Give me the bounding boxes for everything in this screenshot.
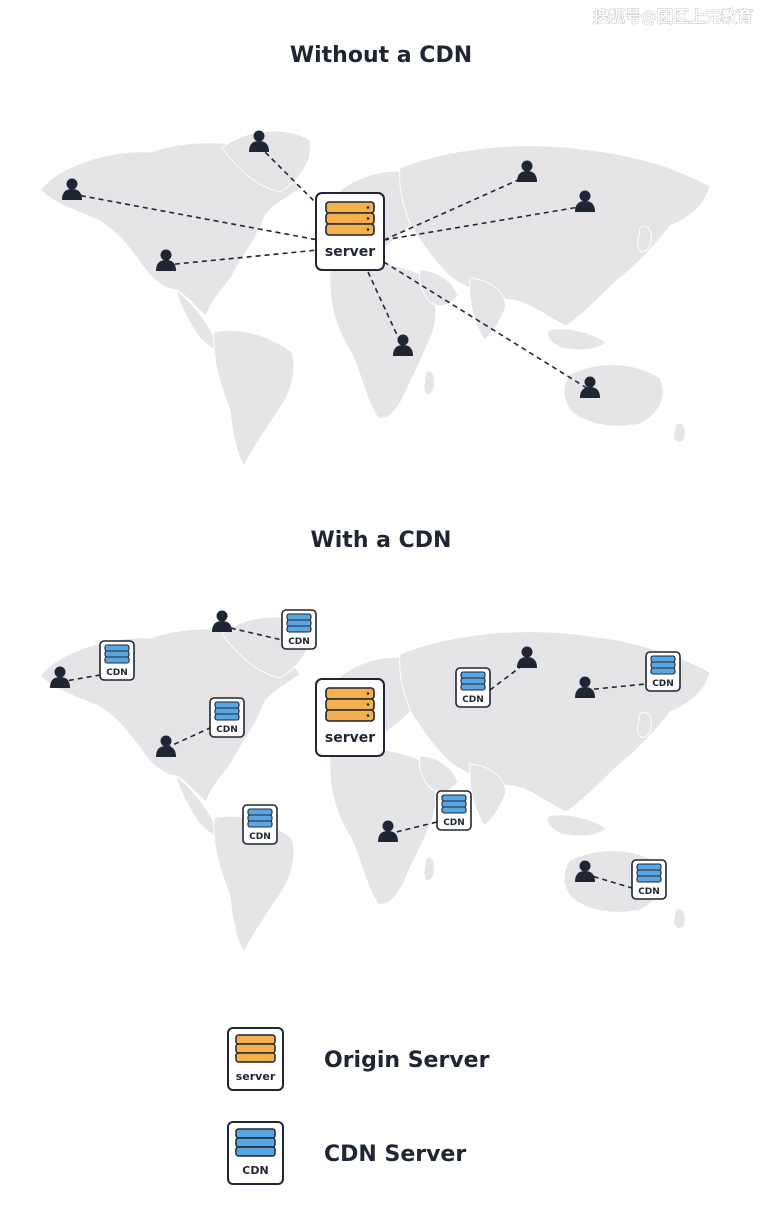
cdn-stack-icon [247,808,273,828]
connection-line [383,261,591,391]
origin-server-2: server [315,678,385,757]
cdn-server-node: CDN [242,804,278,845]
cdn-nodes: CDN CDN CDN CDN CDN CDN CDN CDN [99,609,681,900]
legend-origin-icon-label: server [236,1070,276,1083]
connection-line [221,625,283,641]
connection-line [165,249,319,266]
user-icon [212,610,232,632]
legend-cdn-icon-label: CDN [242,1164,268,1177]
origin-server-1: server [315,192,385,271]
cdn-stack-icon [460,671,486,691]
connection-line [367,271,404,349]
cdn-server-node: CDN [209,697,245,738]
cdn-label: CDN [638,887,660,897]
connection-line [584,873,633,889]
cdn-stack-icon [441,794,467,814]
origin-server-label: server [325,244,375,260]
cdn-stack-icon [650,655,676,675]
cdn-server-node: CDN [631,859,667,900]
legend-cdn-text: CDN Server [324,1142,466,1167]
legend: server Origin Server CDN CDN Server [227,1027,490,1185]
cdn-server-node: CDN [645,651,681,692]
connection-line [165,727,211,749]
cdn-server-node: CDN [281,609,317,650]
connection-line [71,193,319,241]
world-map-2 [39,616,711,953]
cdn-label: CDN [443,818,465,828]
legend-origin-text: Origin Server [324,1048,490,1073]
cdn-stack-icon [235,1128,276,1157]
cdn-server-node: CDN [99,640,135,681]
cdn-stack-icon [214,701,240,721]
diagram1-title: Without a CDN [290,43,472,68]
connection-line [383,205,586,241]
connection-line [59,674,101,683]
cdn-label: CDN [652,679,674,689]
server-stack-icon [235,1034,276,1063]
server-stack-icon [325,201,375,236]
cdn-server-node: CDN [436,790,472,831]
connection-lines-1 [71,145,591,391]
cdn-stack-icon [104,644,130,664]
cdn-server-node: CDN [455,667,491,708]
cdn-label: CDN [249,832,271,842]
world-map-1 [39,130,711,467]
cdn-stack-icon [286,613,312,633]
connection-line [258,145,319,206]
cdn-label: CDN [288,637,310,647]
legend-cdn-icon: CDN [227,1121,284,1185]
diagram2-title: With a CDN [311,528,452,553]
watermark: 搜狐号@团区上元教育 [593,7,753,26]
cdn-label: CDN [216,725,238,735]
cdn-stack-icon [636,863,662,883]
cdn-label: CDN [462,695,484,705]
connection-line [584,683,647,691]
connection-line [383,175,528,241]
server-stack-icon [325,687,375,722]
cdn-label: CDN [106,668,128,678]
legend-origin-icon: server [227,1027,284,1091]
origin-server-label: server [325,730,375,746]
